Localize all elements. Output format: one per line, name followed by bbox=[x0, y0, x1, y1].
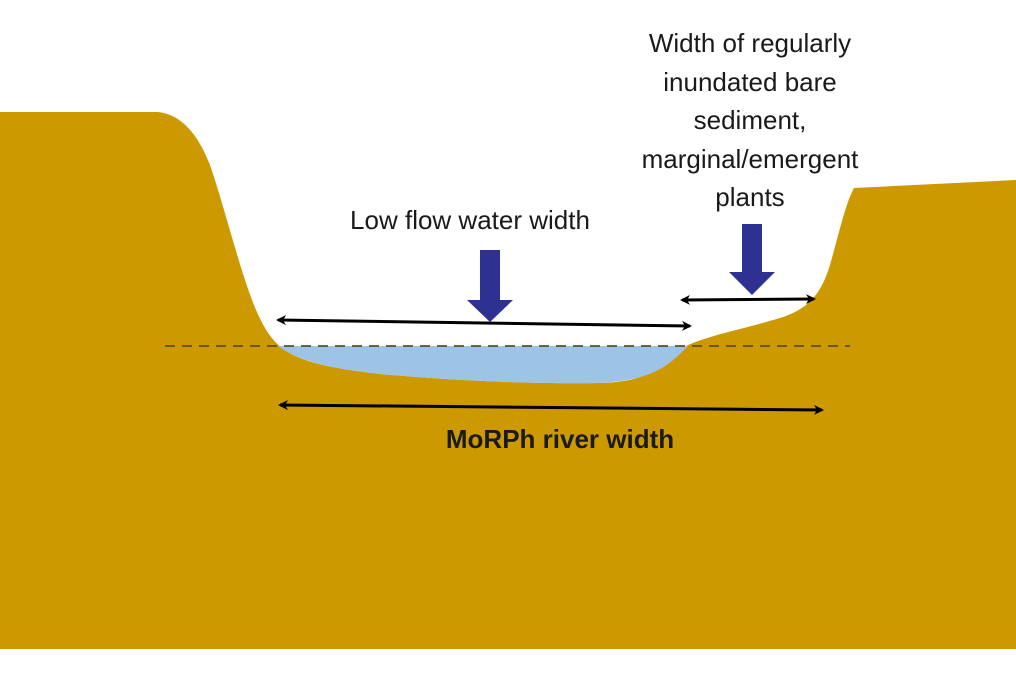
morph-width-double-arrow bbox=[278, 400, 824, 415]
water-body bbox=[278, 346, 688, 384]
low-flow-water-width-label: Low flow water width bbox=[350, 205, 590, 235]
low-flow-width-double-arrow bbox=[276, 315, 692, 331]
marginal-label-line: sediment, bbox=[693, 105, 807, 135]
marginal-label-line: plants bbox=[715, 182, 785, 212]
morph-river-width-label: MoRPh river width bbox=[445, 424, 675, 454]
marginal-label-line: marginal/emergent bbox=[641, 143, 859, 174]
ground-terrain bbox=[0, 112, 1016, 649]
low-flow-pointer-arrow-icon bbox=[467, 250, 513, 322]
marginal-label-line: Width of regularly bbox=[648, 28, 852, 58]
marginal-width-double-arrow bbox=[680, 294, 816, 305]
marginal-pointer-arrow-icon bbox=[729, 224, 775, 295]
marginal-label-line: inundated bare bbox=[663, 66, 837, 97]
marginal-width-label: Width of regularly inundated bare sedime… bbox=[600, 24, 900, 217]
